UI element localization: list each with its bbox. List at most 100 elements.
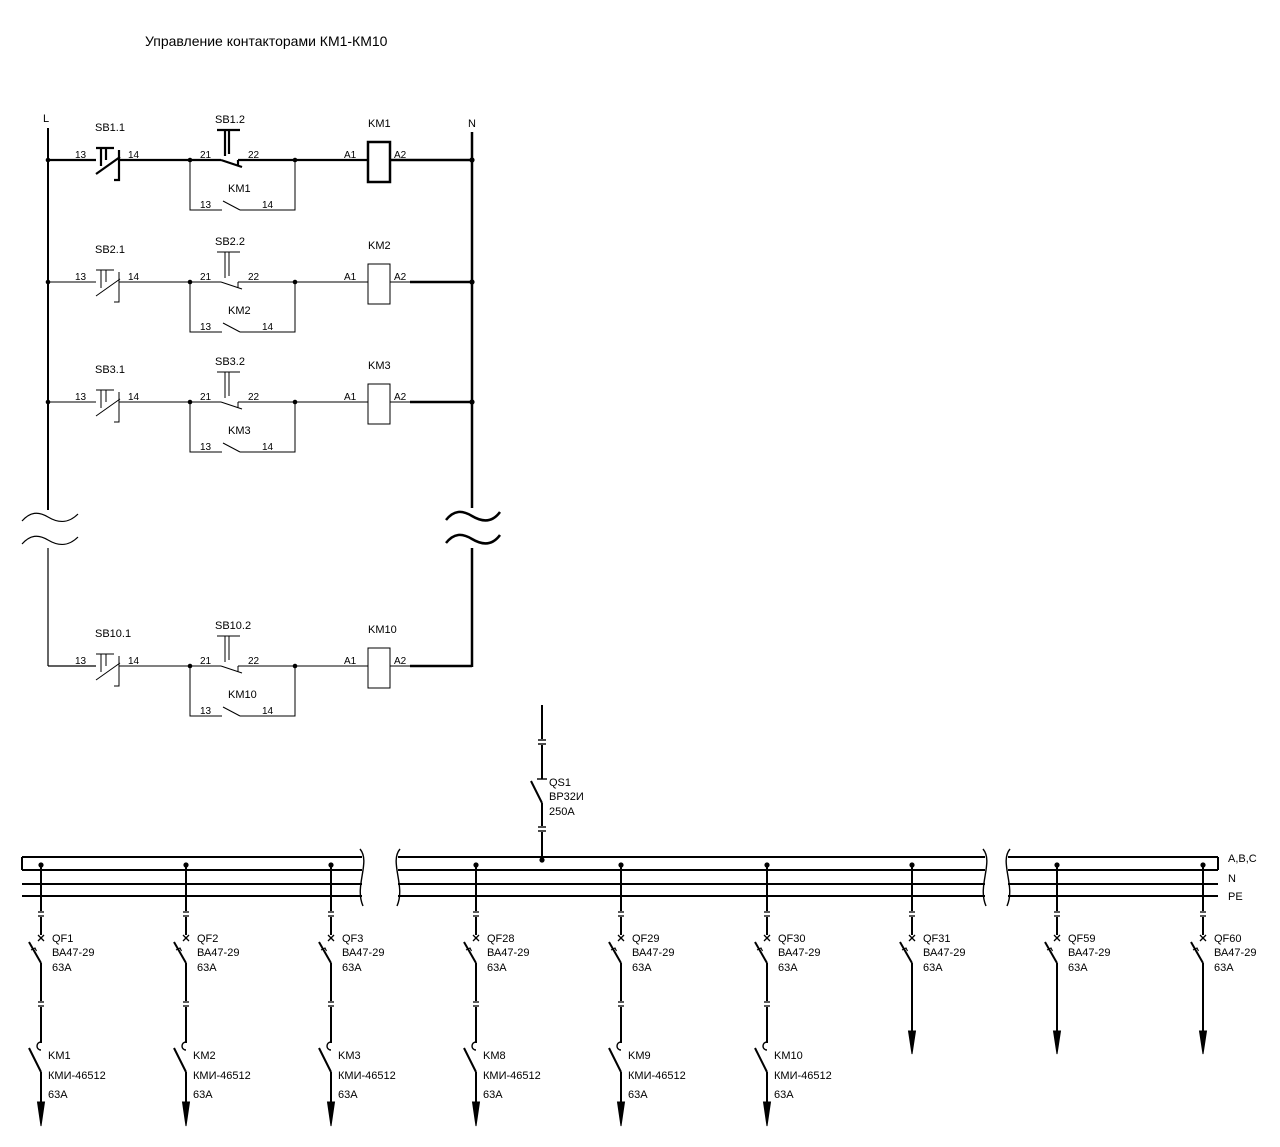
contactor-label: KM2 bbox=[193, 1050, 216, 1062]
arrow-head bbox=[616, 1101, 626, 1127]
contact-blade bbox=[222, 706, 241, 717]
terminal-label: A1 bbox=[344, 392, 357, 403]
breaker-type-label: ВА47-29 bbox=[923, 947, 965, 959]
wire bbox=[189, 402, 222, 453]
breaker-rating-label: 63А bbox=[487, 962, 507, 974]
main-switch-type: ВР32И bbox=[549, 791, 584, 803]
terminal-label: 13 bbox=[75, 150, 87, 161]
contact-arc bbox=[181, 1041, 187, 1051]
pushbutton-2-label: SB3.2 bbox=[215, 356, 245, 368]
contactor-contact bbox=[608, 1041, 622, 1073]
wire bbox=[240, 160, 296, 211]
terminal-label: 13 bbox=[75, 392, 87, 403]
terminal-label: 14 bbox=[262, 442, 274, 453]
breaker-label: QF28 bbox=[487, 933, 515, 945]
arrow-head bbox=[181, 1101, 191, 1127]
terminal-label: 22 bbox=[248, 392, 260, 403]
pushbutton-1 bbox=[95, 146, 121, 182]
terminal-label: A1 bbox=[344, 272, 357, 283]
terminal-label: A1 bbox=[344, 150, 357, 161]
wire bbox=[189, 282, 222, 333]
breaker-blade bbox=[28, 941, 42, 964]
contactor-type-label: КМИ-46512 bbox=[483, 1070, 541, 1082]
coil bbox=[367, 263, 391, 305]
breaker-x-mark bbox=[763, 934, 771, 942]
neutral-rail bbox=[445, 132, 502, 667]
pushbutton-2-label: SB1.2 bbox=[215, 114, 245, 126]
breaker-blade bbox=[608, 941, 622, 964]
contactor-type-label: КМИ-46512 bbox=[193, 1070, 251, 1082]
circuit-breaker bbox=[899, 934, 916, 964]
contactor-rating-label: 63А bbox=[774, 1089, 794, 1101]
hold-contact bbox=[189, 282, 296, 333]
contactor-contact bbox=[28, 1041, 42, 1073]
junction-dot bbox=[469, 279, 475, 285]
pushbutton-1 bbox=[95, 653, 121, 687]
break-mark bbox=[1005, 848, 1011, 907]
wire bbox=[189, 160, 222, 211]
breaker-rating-label: 63А bbox=[923, 962, 943, 974]
release-mark bbox=[175, 947, 182, 952]
contact-blade bbox=[95, 398, 121, 417]
pushbutton-1 bbox=[95, 269, 121, 303]
contactor-type-label: КМИ-46512 bbox=[338, 1070, 396, 1082]
bus-ground-label: PE bbox=[1228, 891, 1243, 903]
circuit-breaker bbox=[754, 934, 771, 964]
breaker-label: QF30 bbox=[778, 933, 806, 945]
terminal-label: 21 bbox=[200, 656, 212, 667]
wire bbox=[240, 666, 296, 717]
terminal-label: A2 bbox=[394, 656, 407, 667]
release-mark bbox=[465, 947, 472, 952]
break-mark bbox=[982, 848, 988, 907]
phase-rail-label: L bbox=[43, 113, 49, 125]
breaker-blade bbox=[1190, 941, 1204, 964]
arrow-head bbox=[326, 1101, 336, 1127]
contact-arc bbox=[471, 1041, 477, 1051]
terminal-label: A2 bbox=[394, 272, 407, 283]
junction-dot bbox=[469, 399, 475, 405]
breaker-x-mark bbox=[182, 934, 190, 942]
terminal-label: 13 bbox=[200, 706, 212, 717]
hold-contact-label: KM1 bbox=[228, 183, 251, 195]
break-mark bbox=[445, 533, 502, 545]
circuit-breaker bbox=[608, 934, 625, 964]
contact-arc bbox=[616, 1041, 622, 1051]
terminal-label: 14 bbox=[262, 322, 274, 333]
arrow-head bbox=[1198, 1030, 1208, 1055]
release-mark bbox=[756, 947, 763, 952]
contactor-contact bbox=[754, 1041, 768, 1073]
terminal-label: 14 bbox=[128, 272, 140, 283]
contactor-label: KM1 bbox=[48, 1050, 71, 1062]
pushbutton-1-label: SB2.1 bbox=[95, 244, 125, 256]
coil-label: KM3 bbox=[368, 360, 391, 372]
neutral-rail-label: N bbox=[468, 118, 476, 130]
breaker-x-mark bbox=[908, 934, 916, 942]
release-mark bbox=[30, 947, 37, 952]
contact-latch bbox=[114, 272, 120, 303]
break-mark bbox=[395, 848, 401, 907]
arrow-head bbox=[1052, 1030, 1062, 1055]
contact-latch bbox=[114, 150, 121, 182]
release-mark bbox=[1192, 947, 1199, 952]
breaker-type-label: ВА47-29 bbox=[487, 947, 529, 959]
terminal-label: 22 bbox=[248, 272, 260, 283]
terminal-label: 21 bbox=[200, 272, 212, 283]
terminal-label: 13 bbox=[75, 656, 87, 667]
terminal-label: 14 bbox=[128, 392, 140, 403]
pushbutton-2 bbox=[217, 251, 243, 290]
hold-contact bbox=[189, 666, 296, 717]
contactor-label: KM9 bbox=[628, 1050, 651, 1062]
release-mark bbox=[901, 947, 908, 952]
pushbutton-2-label: SB10.2 bbox=[215, 620, 251, 632]
breaker-type-label: ВА47-29 bbox=[632, 947, 674, 959]
contactor-blade bbox=[463, 1047, 477, 1073]
contactor-type-label: КМИ-46512 bbox=[774, 1070, 832, 1082]
coil-label: KM2 bbox=[368, 240, 391, 252]
circuit-breaker bbox=[1044, 934, 1061, 964]
breaker-blade bbox=[1044, 941, 1058, 964]
